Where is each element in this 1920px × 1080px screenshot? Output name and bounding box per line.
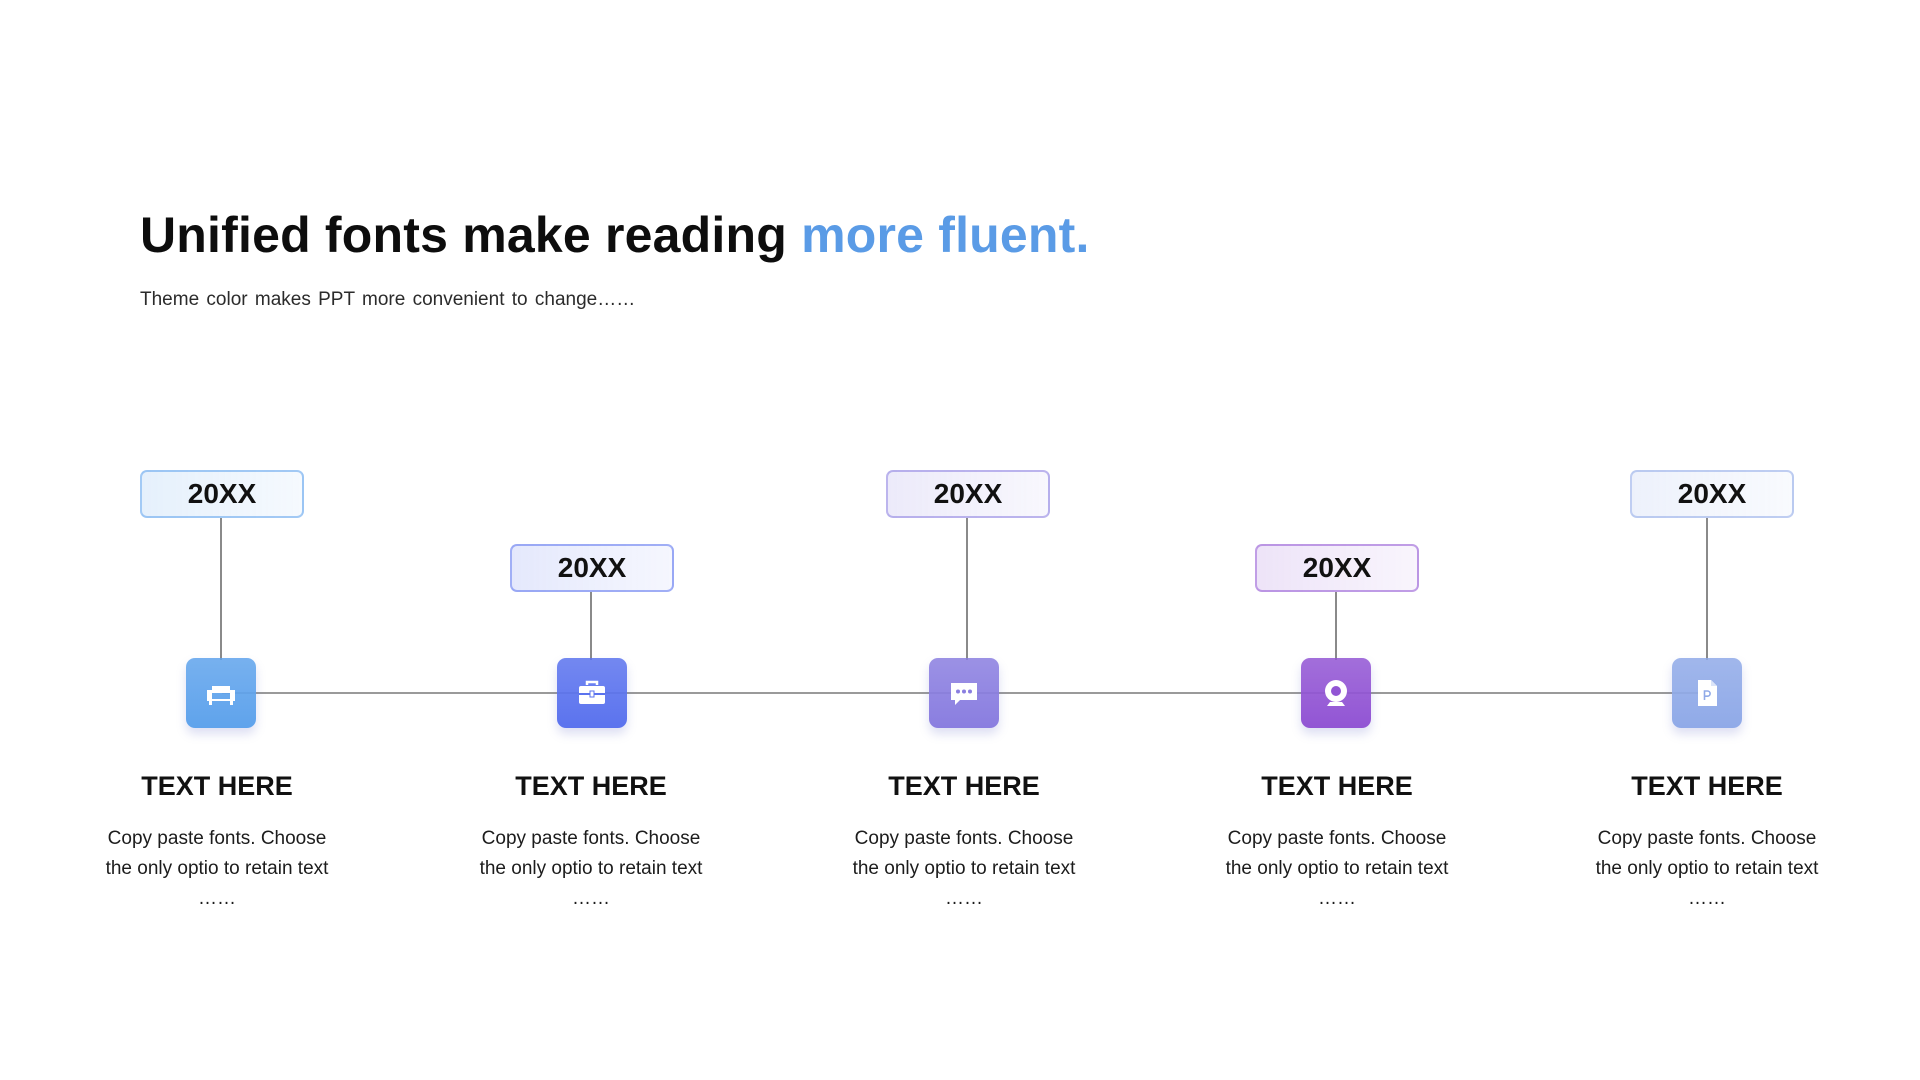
desc-line: Copy paste fonts. Choose [854,828,1074,849]
item-heading: TEXT HERE [515,771,667,801]
desc-line: …… [198,888,236,909]
item-description: Copy paste fonts. Choose the only optio … [1572,824,1842,914]
desc-line: Copy paste fonts. Choose [1597,828,1817,849]
desc-line: the only optio to retain text [105,858,329,879]
connector-line [220,518,222,660]
slide-title: Unified fonts make reading more fluent. [140,206,1090,264]
desc-line: the only optio to retain text [852,858,1076,879]
desc-line: the only optio to retain text [1595,858,1819,879]
desc-line: …… [572,888,610,909]
icon-box [186,658,256,728]
icon-box [1672,658,1742,728]
year-badge: 20XX [1630,470,1794,518]
icon-box [929,658,999,728]
item-description: Copy paste fonts. Choose the only optio … [82,824,352,914]
connector-line [590,592,592,660]
item-description: Copy paste fonts. Choose the only optio … [829,824,1099,914]
icon-box [1301,658,1371,728]
slide-subtitle: Theme color makes PPT more convenient to… [140,289,636,310]
connector-line [1706,518,1708,660]
desc-line: the only optio to retain text [479,858,703,879]
desc-line: …… [945,888,983,909]
desc-line: …… [1688,888,1726,909]
chat-bubble-icon [951,683,977,705]
item-heading: TEXT HERE [1631,771,1783,801]
desc-line: Copy paste fonts. Choose [107,828,327,849]
desc-line: the only optio to retain text [1225,858,1449,879]
item-description: Copy paste fonts. Choose the only optio … [456,824,726,914]
webcam-icon [1325,680,1347,706]
desc-line: …… [1318,888,1356,909]
desc-line: Copy paste fonts. Choose [1227,828,1447,849]
item-heading: TEXT HERE [1261,771,1413,801]
item-heading: TEXT HERE [141,771,293,801]
connector-line [1335,592,1337,660]
title-highlight: more fluent. [801,207,1090,263]
year-badge: 20XX [1255,544,1419,592]
desc-line: Copy paste fonts. Choose [481,828,701,849]
icon-box [557,658,627,728]
armchair-icon [207,686,235,705]
title-main: Unified fonts make reading [140,207,802,263]
briefcase-icon [579,680,605,704]
document-icon [1698,680,1717,706]
year-badge: 20XX [886,470,1050,518]
item-description: Copy paste fonts. Choose the only optio … [1202,824,1472,914]
item-heading: TEXT HERE [888,771,1040,801]
year-badge: 20XX [510,544,674,592]
year-badge: 20XX [140,470,304,518]
connector-line [966,518,968,660]
